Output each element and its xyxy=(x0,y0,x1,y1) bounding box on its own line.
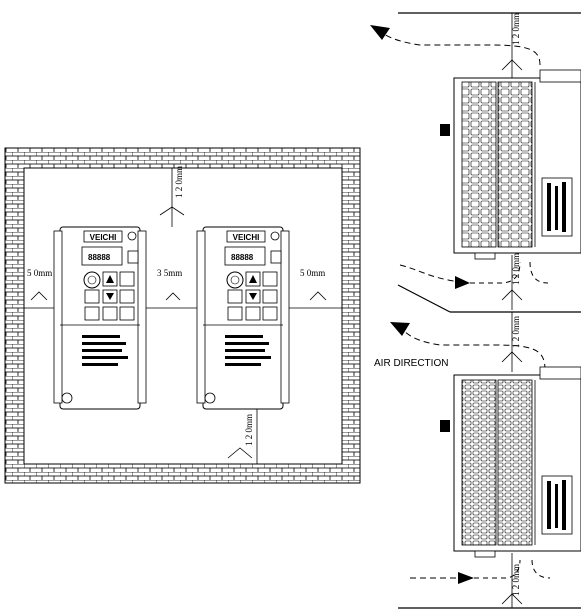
drive-2-display-digits: 88888 xyxy=(231,253,254,262)
drive-2-logo: VEICHI xyxy=(233,233,260,242)
drive-unit-2: VEICHI 88888 xyxy=(196,226,290,410)
drive-unit-1: VEICHI 88888 xyxy=(53,226,147,410)
upper-drive-connector-icon xyxy=(440,124,450,136)
lower-drive-side-view xyxy=(440,366,581,558)
between-clearance-label: 3 5mm xyxy=(157,268,182,278)
left-bottom-dimension: 1 2 0mm xyxy=(227,409,300,465)
middle-outflow-arrow xyxy=(390,322,546,371)
right-side-clearance-label: 5 0mm xyxy=(300,268,325,278)
right-top-dimension: 1 2 0mm xyxy=(501,13,523,80)
left-side-dimension: 5 0mm xyxy=(24,268,54,309)
drive-1-logo: VEICHI xyxy=(90,233,117,242)
top-airflow-arrow xyxy=(370,25,541,66)
middle-dimension-lower: 1 2 0mm xyxy=(501,312,523,372)
drive-1-display xyxy=(81,246,123,266)
right-side-dimension: 5 0mm xyxy=(289,268,342,309)
left-top-dimension: 1 2 0mm xyxy=(130,166,185,227)
air-direction-label: AIR DIRECTION xyxy=(374,358,448,369)
middle-upper-clearance-label: 1 2 0mm xyxy=(511,253,521,285)
left-side-clearance-label: 5 0mm xyxy=(27,268,52,278)
middle-dimension-upper: 1 2 0mm xyxy=(501,253,523,310)
left-bottom-clearance-label: 1 2 0mm xyxy=(244,414,254,446)
bottom-inflow-arrow xyxy=(410,559,551,584)
between-dimension: 3 5mm xyxy=(146,268,197,309)
upper-inflow-arrow xyxy=(399,261,549,289)
right-bottom-clearance-label: 1 2 0mm xyxy=(511,564,521,596)
lower-drive-connector-icon xyxy=(440,420,450,432)
enclosure-wall xyxy=(4,147,361,484)
drive-2-display xyxy=(224,246,266,266)
upper-drive-side-view xyxy=(440,69,581,260)
drive-2-screw-icon xyxy=(270,231,280,241)
drive-1-display-digits: 88888 xyxy=(88,253,111,262)
drive-1-screw-icon xyxy=(127,231,137,241)
diagonal-baffle-line xyxy=(397,284,451,313)
left-top-clearance-label: 1 2 0mm xyxy=(174,166,184,198)
middle-lower-clearance-label: 1 2 0mm xyxy=(511,316,521,348)
right-bottom-dimension: 1 2 0mm xyxy=(501,553,523,608)
right-top-clearance-label: 1 2 0mm xyxy=(511,13,521,45)
